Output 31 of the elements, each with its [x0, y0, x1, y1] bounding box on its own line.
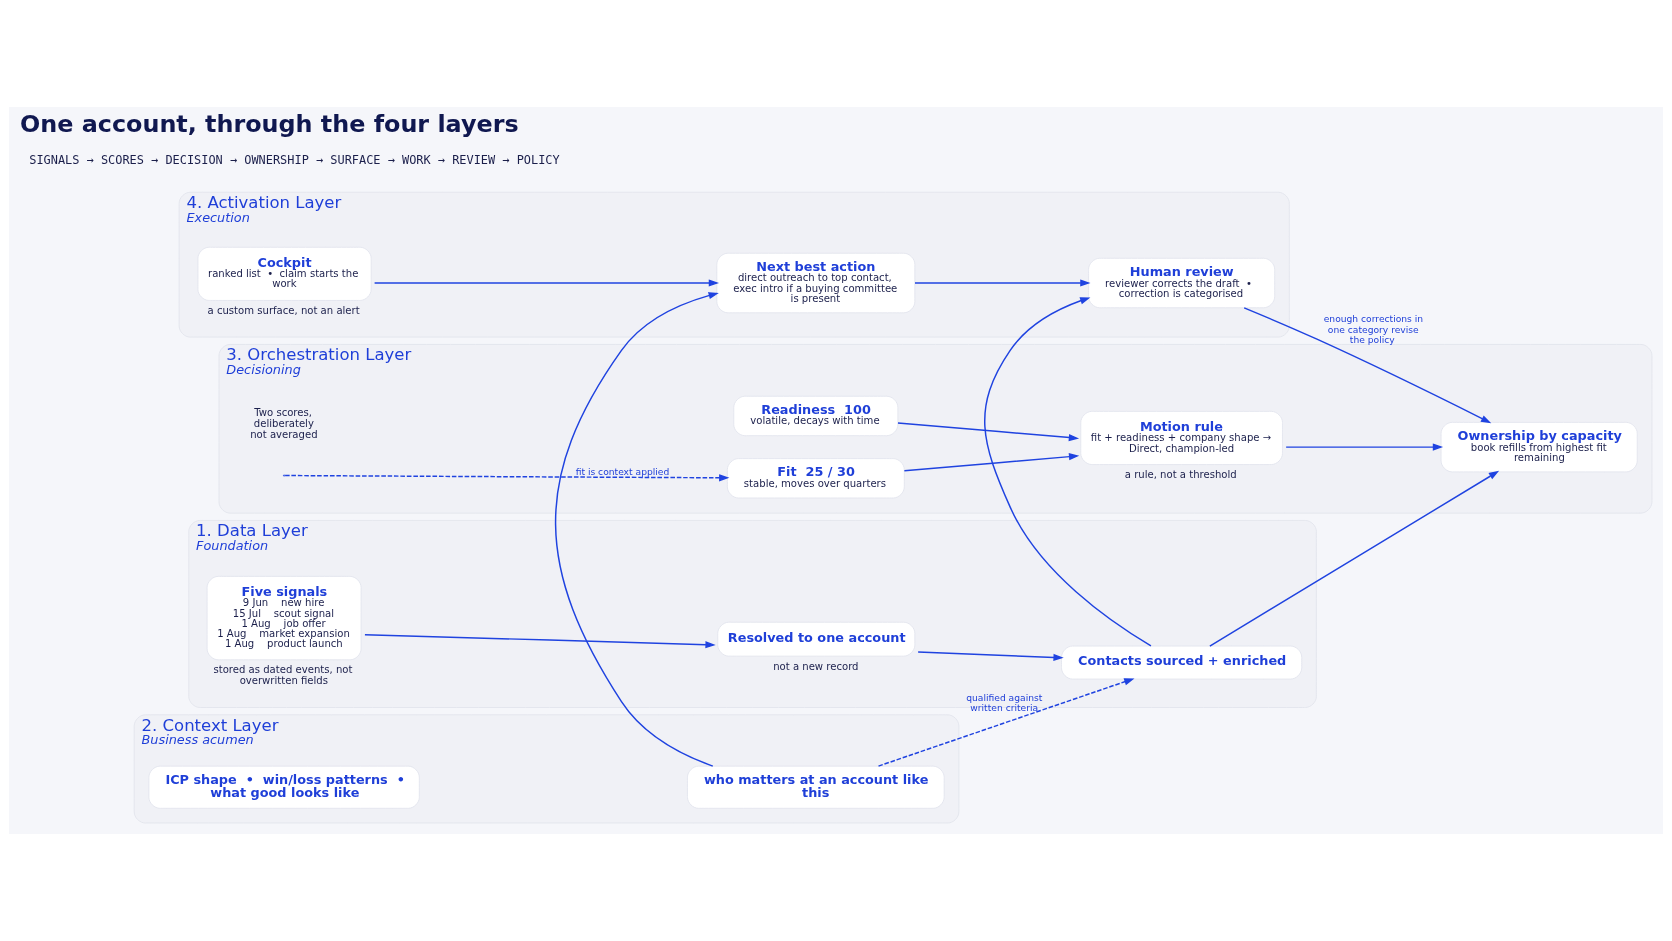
arrow: [554, 292, 719, 767]
arrow: [897, 422, 1080, 442]
node-label: not a new record: [773, 660, 859, 672]
arrow: [1285, 443, 1444, 451]
node-box: Contacts sourced + enriched: [1061, 645, 1303, 680]
node-box: who matters at an account like this: [687, 765, 945, 809]
arrow: [1209, 470, 1500, 647]
node-box: Ownership by capacity book refills from highest fit remaining: [1440, 421, 1638, 473]
edge-label: qualified against written criteria: [966, 692, 1043, 714]
arrow: [877, 678, 1135, 767]
arrow: [373, 279, 720, 287]
arrow: [364, 633, 716, 649]
node-label: stored as dated events, not overwritten fields: [213, 664, 353, 687]
node-label: a rule, not a threshold: [1124, 469, 1237, 481]
node-box: ICP shape • win/loss patterns • what good looks like: [148, 765, 420, 809]
edge-label: fit is context applied: [575, 465, 670, 477]
node-box: Readiness 100 volatile, decays with time: [733, 395, 899, 437]
arrow: [284, 474, 730, 482]
node-box: Human review reviewer corrects the draft • correction is categorised: [1088, 257, 1276, 309]
arrow: [1243, 307, 1492, 424]
node-label: a custom surface, not an alert: [207, 305, 360, 317]
arrow: [914, 279, 1091, 287]
arrow: [917, 651, 1064, 662]
label: SIGNALS → SCORES → DECISION → OWNERSHIP → SURFACE → WORK → REVIEW → POLICY: [29, 153, 560, 168]
edge-label: enough corrections in one category revise the policy: [1323, 313, 1424, 345]
node-box: Next best action direct outreach to top contact, exec intro if a buying committee is present: [716, 252, 916, 314]
diagram-title: One account, through the four layers: [20, 110, 519, 139]
arrow: [984, 297, 1152, 647]
arrow: [903, 453, 1080, 472]
label: Two scores, deliberately not averaged: [250, 406, 318, 440]
node-box: Fit 25 / 30 stable, moves over quarters: [726, 458, 905, 499]
